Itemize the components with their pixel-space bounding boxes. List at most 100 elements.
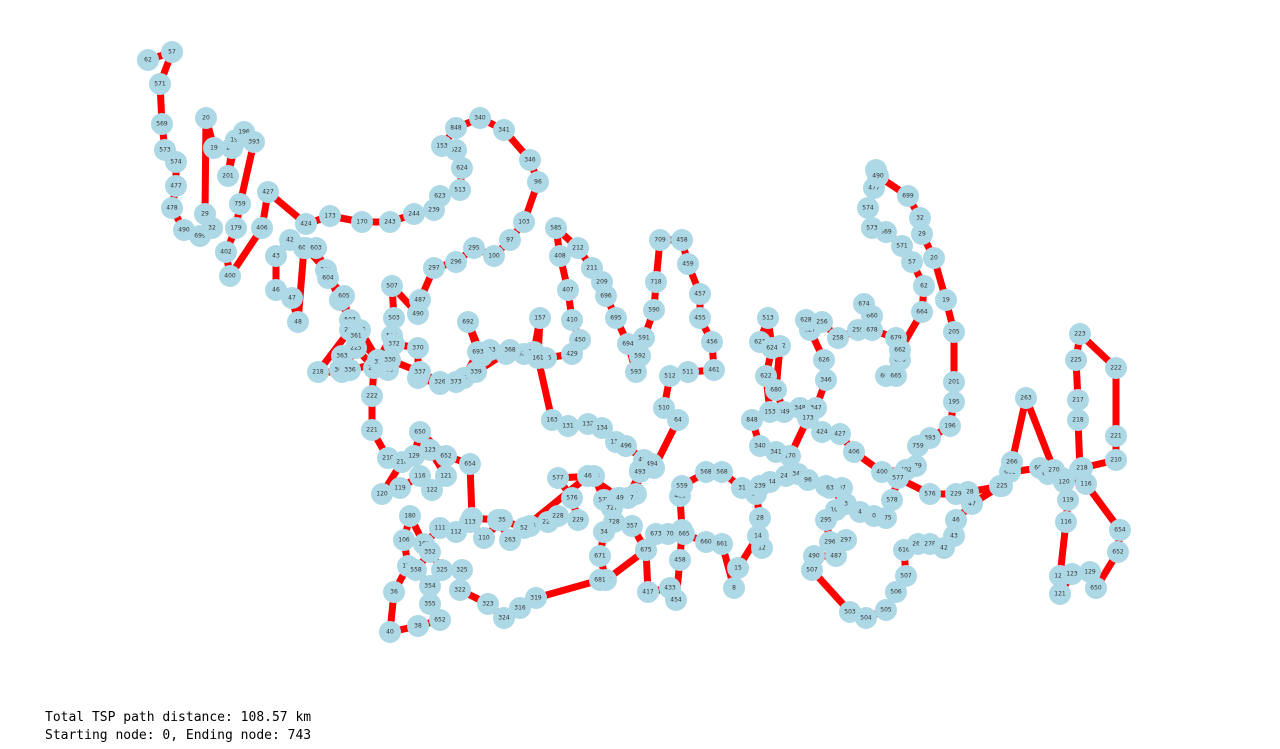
graph-node (419, 575, 441, 597)
node-label: 261 (912, 541, 924, 548)
graph-node (939, 415, 961, 437)
node-label: 96 (534, 179, 542, 186)
node-label: 493 (634, 469, 646, 476)
node-label: 173 (802, 415, 814, 422)
graph-node (945, 509, 967, 531)
graph-node (621, 515, 643, 537)
node-label: 626 (818, 357, 830, 364)
graph-node (1107, 541, 1129, 563)
node-label: 477 (868, 185, 880, 192)
node-label: 503 (388, 315, 400, 322)
graph-node (835, 493, 857, 515)
graph-node (403, 203, 425, 225)
graph-node (463, 237, 485, 259)
node-label: 225 (542, 519, 554, 526)
node-label: 650 (414, 429, 426, 436)
graph-node (761, 337, 783, 359)
node-label: 652 (434, 617, 446, 624)
node-label: 352 (424, 549, 436, 556)
node-label: 433 (664, 585, 676, 592)
node-label: 402 (220, 249, 232, 256)
graph-node (855, 607, 877, 629)
node-label: 478 (166, 205, 178, 212)
node-label: 346 (792, 471, 804, 478)
node-label: 513 (762, 315, 774, 322)
graph-node (407, 303, 429, 325)
node-label: 35 (498, 517, 506, 524)
node-label: 574 (170, 159, 182, 166)
node-label: 372 (388, 341, 400, 348)
node-label: 709 (654, 237, 666, 244)
graph-node (445, 371, 467, 393)
graph-node (421, 479, 443, 501)
node-label: 244 (408, 211, 420, 218)
graph-node (557, 415, 579, 437)
node-label: 40 (386, 629, 394, 636)
graph-node (529, 307, 551, 329)
node-label: 218 (1076, 465, 1088, 472)
node-label: 678 (866, 327, 878, 334)
graph-node (829, 423, 851, 445)
graph-node (194, 203, 216, 225)
node-label: 511 (682, 369, 694, 376)
graph-node (819, 477, 841, 499)
node-label: 455 (694, 315, 706, 322)
node-label: 576 (924, 491, 936, 498)
graph-node (765, 441, 787, 463)
node-label: 559 (676, 483, 688, 490)
graph-node (689, 307, 711, 329)
graph-node (815, 509, 837, 531)
node-label: 100 (488, 253, 500, 260)
node-label: 259 (852, 327, 864, 334)
node-label: 487 (414, 297, 426, 304)
graph-node (519, 149, 541, 171)
node-label: 36 (390, 589, 398, 596)
node-label: 31 (738, 485, 746, 492)
graph-node (451, 157, 473, 179)
graph-node (897, 185, 919, 207)
graph-node (217, 165, 239, 187)
graph-node (1067, 409, 1089, 431)
node-label: 575 (598, 497, 610, 504)
graph-node (561, 343, 583, 365)
node-label: 157 (534, 315, 546, 322)
node-label: 673 (650, 531, 662, 538)
node-label: 450 (574, 337, 586, 344)
node-label: 161 (532, 355, 544, 362)
graph-node (749, 475, 771, 497)
node-label: 256 (816, 319, 828, 326)
node-label: 503 (844, 609, 856, 616)
graph-node (1055, 511, 1077, 533)
node-label: 680 (770, 387, 782, 394)
graph-node (591, 417, 613, 439)
node-label: 406 (848, 449, 860, 456)
node-label: 43 (272, 253, 280, 260)
graph-node (151, 113, 173, 135)
node-label: 727 (606, 505, 618, 512)
graph-node (393, 529, 415, 551)
node-label: 429 (566, 351, 578, 358)
graph-node (901, 251, 923, 273)
node-label: 660 (866, 313, 878, 320)
node-label: 605 (338, 293, 350, 300)
node-label: 665 (890, 373, 902, 380)
node-label: 506 (890, 589, 902, 596)
graph-node (943, 525, 965, 547)
node-label: 196 (238, 129, 250, 136)
node-label: 400 (876, 469, 888, 476)
node-label: 46 (272, 287, 280, 294)
node-label: 728 (608, 519, 620, 526)
graph-node (149, 73, 171, 95)
graph-node (711, 461, 733, 483)
node-label: 623 (434, 193, 446, 200)
graph-node (1043, 459, 1065, 481)
graph-node (945, 483, 967, 505)
graph-node (383, 581, 405, 603)
graph-node (257, 181, 279, 203)
node-label: 590 (648, 307, 660, 314)
graph-node (379, 349, 401, 371)
graph-node (1061, 563, 1083, 585)
node-label: 225 (1070, 357, 1082, 364)
graph-node (451, 559, 473, 581)
graph-node (747, 525, 769, 547)
